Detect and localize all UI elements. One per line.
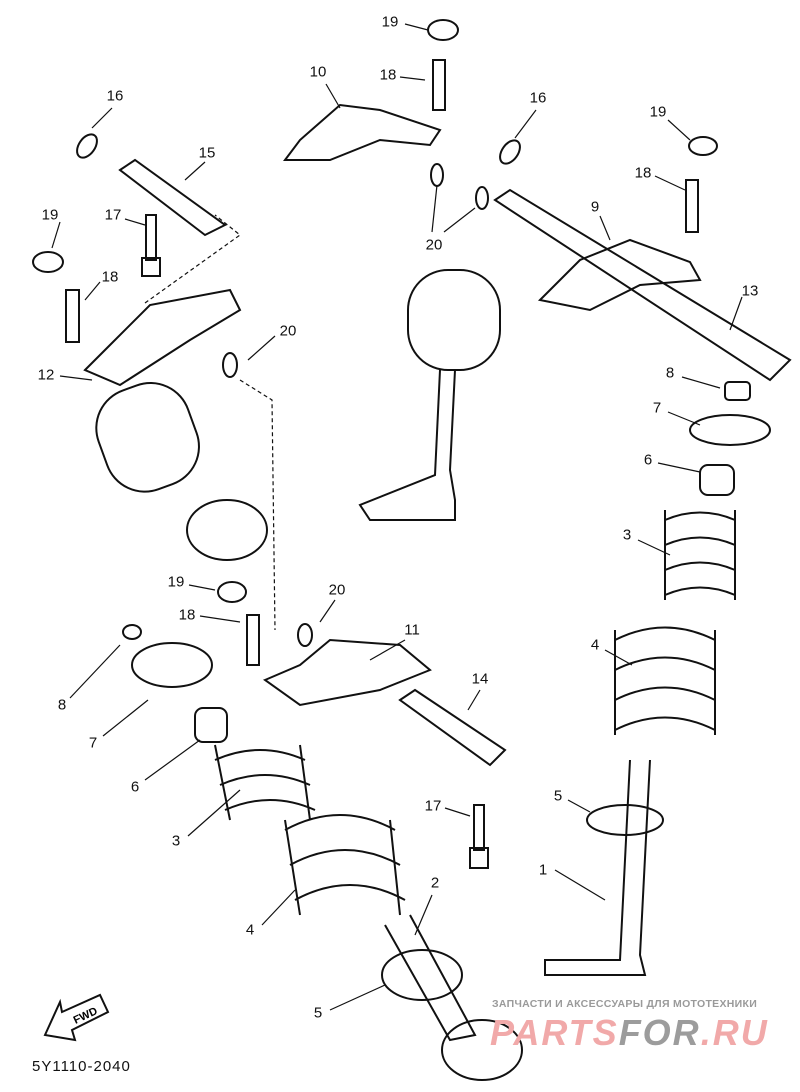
bolts	[141, 214, 489, 869]
valve-lifters-and-valves	[95, 269, 651, 1081]
watermark-brand-parts: PARTS	[490, 1012, 619, 1053]
callout: 20	[328, 581, 346, 599]
part-code: 5Y1110-2040	[32, 1058, 131, 1075]
callout: 6	[643, 451, 653, 469]
callout: 12	[37, 366, 55, 384]
watermark-brand-ru: .RU	[700, 1012, 769, 1053]
callout: 18	[379, 66, 397, 84]
callout: 13	[741, 282, 759, 300]
callout: 8	[665, 364, 675, 382]
retainers-and-seats	[122, 381, 771, 1001]
callout: 8	[57, 696, 67, 714]
callout: 18	[101, 268, 119, 286]
callout: 4	[245, 921, 255, 939]
o-rings	[76, 133, 521, 165]
callout: 5	[553, 787, 563, 805]
adjusting-screws	[65, 59, 699, 666]
callout: 9	[590, 198, 600, 216]
callout: 3	[171, 832, 181, 850]
callout: 16	[106, 87, 124, 105]
callout: 11	[404, 621, 420, 639]
callout: 5	[313, 1004, 323, 1022]
callout: 19	[649, 103, 667, 121]
callout: 7	[652, 399, 662, 417]
callout: 7	[88, 734, 98, 752]
callout: 20	[425, 236, 443, 254]
shims	[222, 163, 489, 647]
callout: 1	[538, 861, 548, 879]
callout: 2	[430, 874, 440, 892]
callout: 3	[622, 526, 632, 544]
watermark-brand-for: FOR	[618, 1012, 701, 1053]
callout: 17	[424, 797, 442, 815]
callout: 19	[41, 206, 59, 224]
callout: 17	[104, 206, 122, 224]
nuts	[32, 19, 718, 603]
callout: 19	[167, 573, 185, 591]
watermark-tagline: ЗАПЧАСТИ И АКСЕССУАРЫ ДЛЯ МОТОТЕХНИКИ	[492, 998, 758, 1010]
callout: 4	[590, 636, 600, 654]
rocker-shafts	[118, 158, 792, 767]
callout: 14	[471, 670, 489, 688]
valve-springs	[214, 510, 736, 916]
callout: 16	[529, 89, 547, 107]
callout: 15	[198, 144, 216, 162]
watermark-brand[interactable]: PARTSFOR.RU	[490, 1012, 769, 1054]
callout: 10	[309, 63, 327, 81]
leader-lines	[51, 23, 743, 1011]
callout: 18	[634, 164, 652, 182]
callout: 6	[130, 778, 140, 796]
rocker-arms	[83, 103, 702, 707]
callout: 19	[381, 13, 399, 31]
callout: 18	[178, 606, 196, 624]
callout: 20	[279, 322, 297, 340]
forward-arrow-icon	[43, 993, 110, 1042]
